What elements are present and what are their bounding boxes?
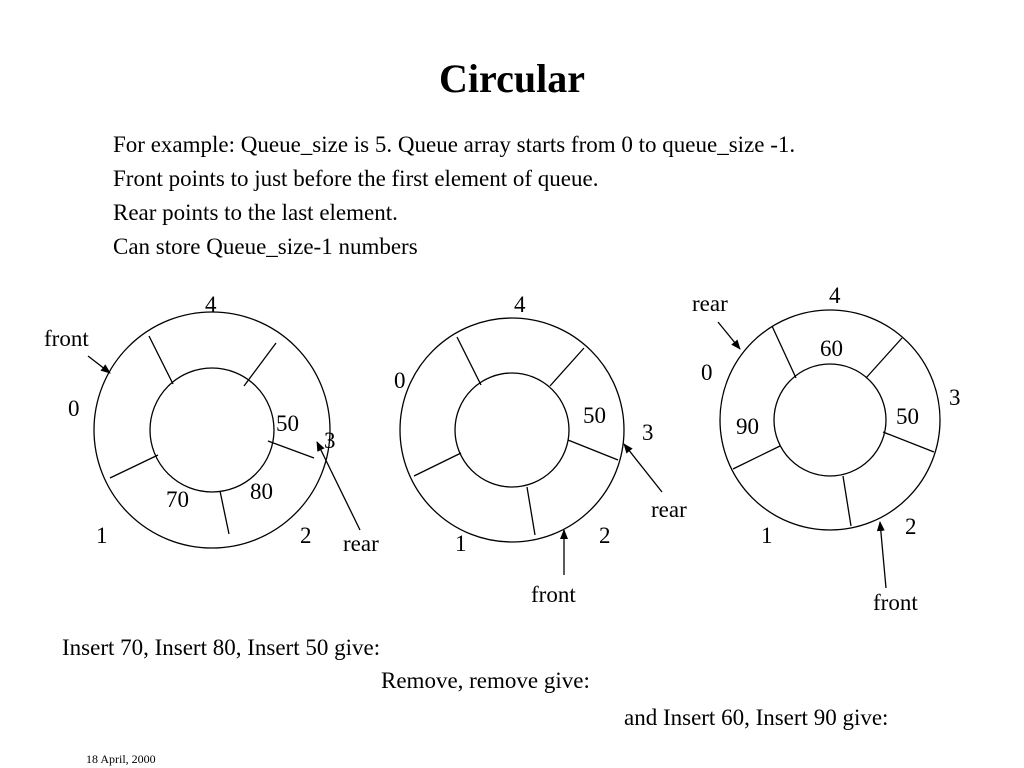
index-label-2: 2 — [300, 523, 312, 548]
queue-2-labels: 4 0 3 2 1 50 rear front — [394, 292, 687, 607]
rear-pointer-arrow — [623, 443, 663, 493]
index-label-4: 4 — [829, 283, 841, 308]
intro-line-1: For example: Queue_size is 5. Queue arra… — [113, 132, 796, 157]
slot-divider — [567, 439, 619, 461]
slot-divider — [456, 336, 482, 386]
index-label-2: 2 — [599, 523, 611, 548]
index-label-1: 1 — [455, 531, 467, 556]
footer-date: 18 April, 2000 — [86, 752, 156, 766]
intro-line-3: Rear points to the last element. — [113, 200, 398, 225]
rear-label: rear — [343, 531, 379, 556]
slot-divider — [526, 486, 536, 536]
queue-3-labels: 4 0 3 2 1 60 50 90 rear front — [692, 283, 961, 615]
index-label-0: 0 — [68, 396, 80, 421]
slot-divider — [842, 475, 852, 527]
index-label-1: 1 — [761, 523, 773, 548]
slot-divider — [413, 452, 462, 477]
caption-remove: Remove, remove give: — [381, 668, 590, 693]
slot-divider — [549, 347, 585, 387]
slot-value: 50 — [276, 411, 299, 436]
slot-value: 80 — [250, 479, 273, 504]
intro-text: For example: Queue_size is 5. Queue arra… — [113, 128, 795, 264]
slot-value: 70 — [166, 487, 189, 512]
front-pointer-arrow — [876, 521, 887, 589]
intro-line-2: Front points to just before the first el… — [113, 166, 599, 191]
queue-ring-3 — [719, 309, 941, 531]
rear-pointer-arrow — [717, 321, 741, 350]
slot-divider — [267, 440, 315, 459]
front-label: front — [873, 590, 918, 615]
rear-label: rear — [692, 291, 728, 316]
index-label-3: 3 — [642, 420, 654, 445]
index-label-4: 4 — [205, 292, 217, 317]
index-label-0: 0 — [394, 368, 406, 393]
slot-divider — [771, 325, 797, 379]
queue-ring-2 — [399, 317, 625, 543]
slot-value: 50 — [896, 404, 919, 429]
front-pointer-arrow — [87, 355, 111, 374]
slot-value: 90 — [736, 414, 759, 439]
outer-circle — [93, 311, 331, 549]
index-label-4: 4 — [514, 292, 526, 317]
inner-circle — [773, 363, 887, 477]
inner-circle — [149, 367, 275, 493]
slot-divider — [882, 431, 935, 453]
slide-title: Circular — [439, 56, 585, 101]
caption-insert: Insert 70, Insert 80, Insert 50 give: — [62, 635, 381, 660]
slot-divider — [219, 490, 230, 535]
index-label-2: 2 — [905, 514, 917, 539]
queue-ring-1 — [93, 311, 331, 549]
slot-divider — [243, 342, 277, 387]
front-label: front — [44, 326, 89, 351]
slot-divider — [109, 454, 159, 479]
index-label-0: 0 — [701, 360, 713, 385]
queue-1-labels: 4 0 3 2 1 50 80 70 front rear — [44, 292, 379, 556]
index-label-3: 3 — [949, 385, 961, 410]
inner-circle — [454, 372, 570, 488]
index-label-3: 3 — [324, 428, 336, 453]
slot-divider — [148, 335, 174, 385]
front-label: front — [531, 582, 576, 607]
slot-divider — [865, 337, 903, 379]
index-label-1: 1 — [96, 523, 108, 548]
intro-line-4: Can store Queue_size-1 numbers — [113, 234, 418, 259]
caption-insert-again: and Insert 60, Insert 90 give: — [624, 705, 889, 730]
outer-circle — [399, 317, 625, 543]
outer-circle — [719, 309, 941, 531]
rear-pointer-arrow — [316, 441, 361, 531]
slot-divider — [732, 445, 781, 470]
slot-value: 60 — [820, 336, 843, 361]
rear-label: rear — [651, 497, 687, 522]
slot-value: 50 — [583, 403, 606, 428]
